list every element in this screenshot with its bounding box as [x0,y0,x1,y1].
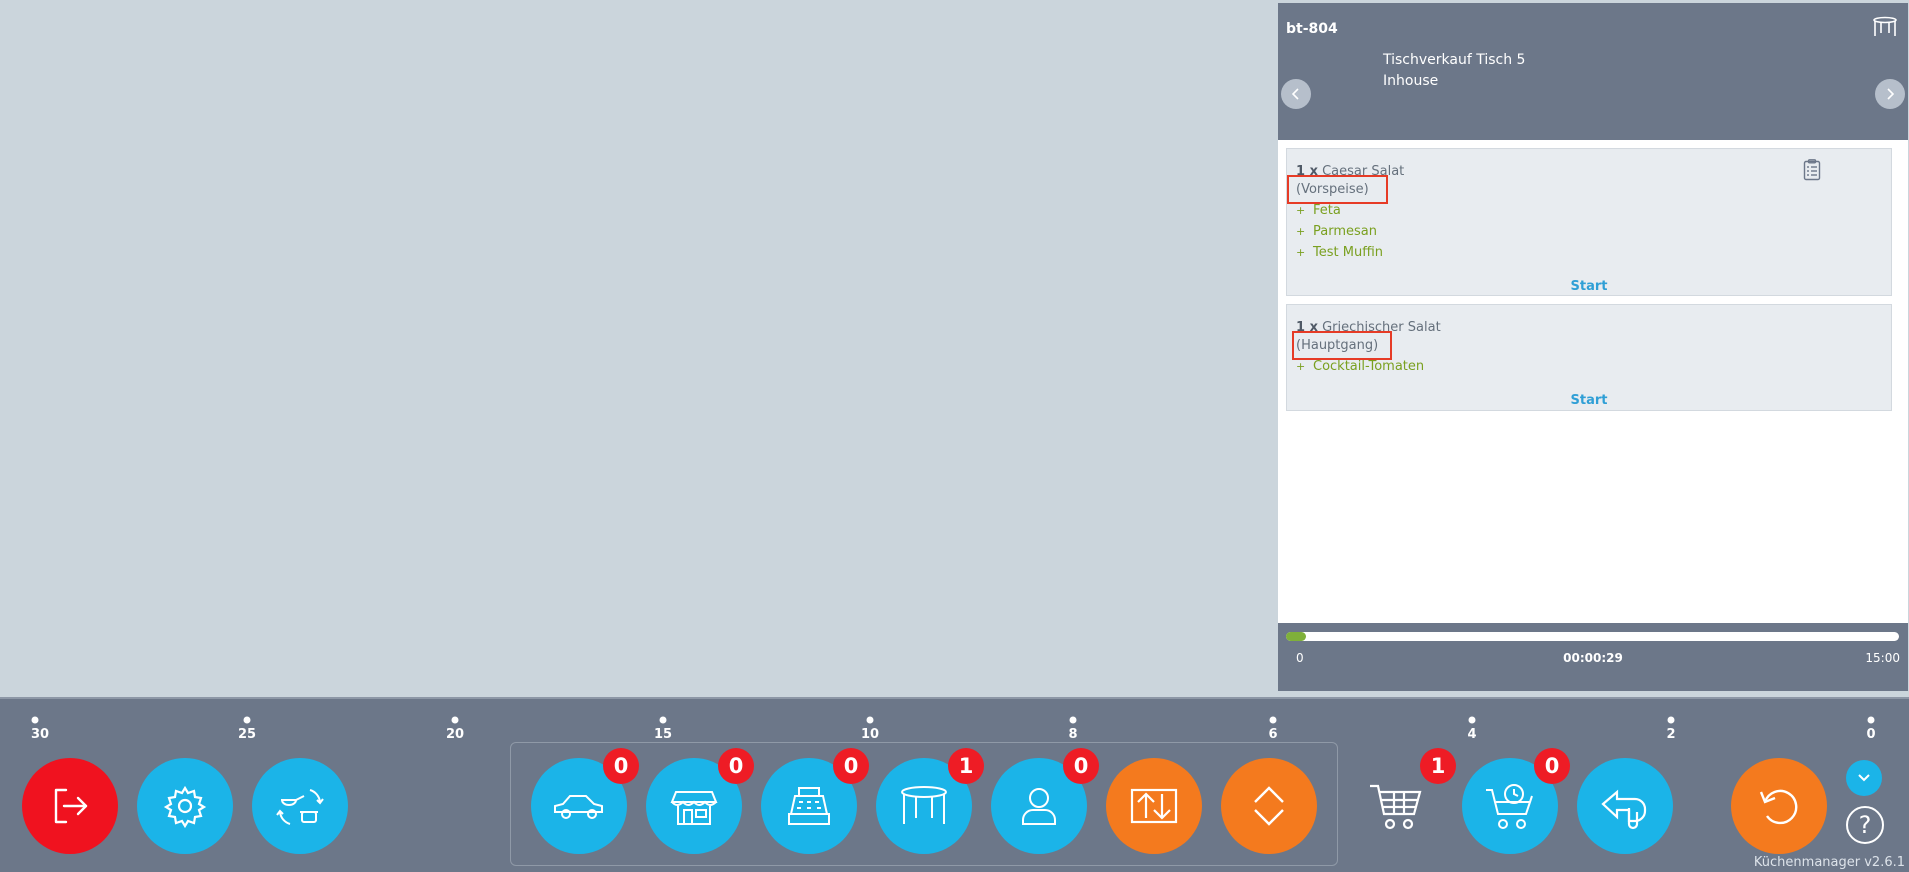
table-icon [1872,16,1898,38]
timeline-tick-dot [1867,716,1875,724]
filter-button-group [510,742,1338,866]
customer-count-badge: 0 [1063,748,1099,784]
timeline-tick-label: 25 [237,727,257,742]
item-course: (Vorspeise) [1296,182,1369,197]
order-subtitle: Inhouse [1383,73,1439,89]
expand-collapse-button[interactable] [1221,758,1317,854]
timeline-tick-dot [1468,716,1476,724]
timer-end-label: 15:00 [1865,651,1900,665]
timeline-tick-dot [1069,716,1077,724]
refresh-icon [1759,789,1798,825]
item-modifier: +Test Muffin [1296,245,1383,260]
order-item-card: 1 x Griechischer Salat (Hauptgang) +Cock… [1286,304,1892,411]
timeline-tick-dot [31,716,39,724]
timeline-tick-label: 2 [1666,727,1676,742]
order-panel: bt-804 Tischverkauf Tisch 5 Inhouse 1 x … [1278,3,1908,691]
timeline-tick-label: 6 [1268,727,1278,742]
cart-clock-icon [1486,784,1533,829]
timeline-tick-label: 4 [1467,727,1477,742]
gear-icon [163,785,207,829]
timer-progress-track [1286,632,1899,641]
timeline [31,716,1875,724]
cash-register-icon [788,787,830,825]
dropdown-button[interactable] [1846,760,1882,796]
expand-collapse-icon [1254,786,1284,826]
order-timer: 0 00:00:29 15:00 [1278,623,1908,691]
item-course: (Hauptgang) [1296,338,1379,353]
timer-elapsed: 00:00:29 [1563,651,1623,665]
cart-icon [1370,784,1422,830]
next-order-button[interactable] [1875,79,1905,109]
timer-progress-fill [1286,632,1306,641]
cart-special-button[interactable]: 0 [1462,748,1570,854]
item-modifier: +Cocktail-Tomaten [1296,359,1425,374]
store-icon [670,791,718,825]
timer-start-label: 0 [1296,651,1304,665]
settings-button[interactable] [137,758,233,854]
order-id: bt-804 [1286,21,1338,37]
cart-count-badge: 1 [1420,748,1456,784]
cashier-count-badge: 0 [833,748,869,784]
timeline-tick-dot [243,716,251,724]
timeline-tick-label: 20 [445,727,465,742]
customer-filter-button[interactable]: 0 [991,748,1099,854]
chevron-down-icon [1858,774,1870,782]
cart-button[interactable]: 1 [1348,748,1456,854]
timeline-tick-dot [659,716,667,724]
timeline-tick-label: 10 [860,727,880,742]
store-count-badge: 0 [718,748,754,784]
item-modifier: +Parmesan [1296,224,1377,239]
cashier-filter-button[interactable]: 0 [761,748,869,854]
timeline-tick-dot [866,716,874,724]
timeline-tick-label: 0 [1866,727,1876,742]
start-item-button[interactable]: Start [1570,393,1608,408]
order-title: Tischverkauf Tisch 5 [1383,52,1526,68]
cooking-swap-icon [276,789,324,825]
table-icon [901,786,947,824]
car-icon [554,795,603,819]
delivery-count-badge: 0 [603,748,639,784]
cart-special-count-badge: 0 [1534,748,1570,784]
store-filter-button[interactable]: 0 [646,748,754,854]
order-item-card: 1 x Caesar Salat (Vorspeise) +Feta +Parm… [1286,148,1892,296]
course-highlight-box [1287,175,1388,204]
help-button[interactable]: ? [1846,806,1884,844]
timeline-tick-dot [1667,716,1675,724]
app-version: Küchenmanager v2.6.1 [1753,855,1905,870]
logout-button[interactable] [22,758,118,854]
timeline-tick-label: 15 [653,727,673,742]
course-highlight-box [1292,331,1392,360]
back-button[interactable] [1577,758,1673,854]
delivery-filter-button[interactable]: 0 [531,748,639,854]
chevron-right-icon [1887,88,1895,100]
timeline-tick-label: 30 [30,727,50,742]
start-item-button[interactable]: Start [1570,279,1608,294]
table-count-badge: 1 [948,748,984,784]
refresh-button[interactable] [1731,758,1827,854]
checklist-icon[interactable] [1803,159,1821,181]
back-hand-icon [1601,789,1647,830]
timeline-tick-dot [1269,716,1277,724]
chevron-left-icon [1291,88,1299,100]
table-filter-button[interactable]: 1 [876,748,984,854]
help-icon: ? [1858,811,1872,839]
swap-button[interactable] [1106,758,1202,854]
logout-icon [54,788,88,824]
swap-icon [1130,788,1178,824]
previous-order-button[interactable] [1281,79,1311,109]
user-icon [1022,788,1056,825]
order-header: bt-804 Tischverkauf Tisch 5 Inhouse [1278,3,1908,140]
cooking-swap-button[interactable] [252,758,348,854]
item-modifier: +Feta [1296,203,1341,218]
timeline-tick-label: 8 [1068,727,1078,742]
timeline-tick-dot [451,716,459,724]
